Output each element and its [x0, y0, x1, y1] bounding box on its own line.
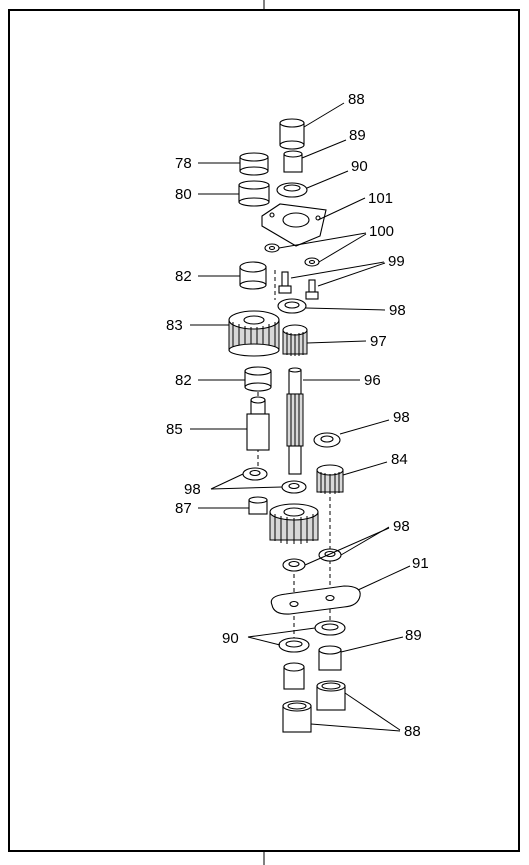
label-100: 100 — [369, 223, 394, 240]
washer-90-top — [276, 182, 308, 198]
gear-97 — [282, 324, 308, 356]
bushing-89-bot — [318, 645, 342, 671]
label-82-top: 82 — [175, 268, 192, 285]
label-83: 83 — [166, 317, 183, 334]
bushing-89-top — [283, 150, 303, 173]
label-89-top: 89 — [349, 127, 366, 144]
bushing-82-mid — [244, 366, 272, 392]
label-97: 97 — [370, 333, 387, 350]
bushing-78 — [239, 152, 269, 176]
bushing-87 — [248, 496, 268, 515]
washer-90-bot-right — [314, 620, 346, 636]
label-90-bot: 90 — [222, 630, 239, 647]
label-101: 101 — [368, 190, 393, 207]
label-88-top: 88 — [348, 91, 365, 108]
washer-98-c-left — [242, 467, 268, 481]
bushing-80 — [238, 180, 270, 207]
plate-101 — [261, 203, 327, 247]
label-78: 78 — [175, 155, 192, 172]
washer-98-b — [313, 432, 341, 448]
leader-lines — [190, 102, 411, 732]
gear-83 — [228, 310, 280, 357]
plate-91 — [270, 585, 361, 615]
label-84: 84 — [391, 451, 408, 468]
washer-98-a — [277, 298, 307, 314]
label-98-d: 98 — [393, 518, 410, 535]
label-98-c: 98 — [184, 481, 201, 498]
label-98-a: 98 — [389, 302, 406, 319]
bolt-99-right — [305, 279, 319, 300]
label-96: 96 — [364, 372, 381, 389]
label-82-mid: 82 — [175, 372, 192, 389]
gear-84 — [316, 464, 344, 494]
label-90-top: 90 — [351, 158, 368, 175]
washer-98-d-left — [282, 558, 306, 572]
gear-lower — [269, 503, 319, 544]
label-80: 80 — [175, 186, 192, 203]
bushing-88-top — [279, 118, 305, 150]
washer-100-right — [304, 257, 320, 267]
washer-98-c-mid — [281, 480, 307, 494]
bushing-82-top — [239, 261, 267, 290]
washer-90-bot-left — [278, 637, 310, 653]
label-87: 87 — [175, 500, 192, 517]
bushing-bot-left — [283, 662, 305, 690]
bolt-99-left — [278, 271, 292, 294]
bushing-88-bot-right — [316, 680, 346, 711]
washer-100-left — [264, 243, 280, 253]
label-88-bot: 88 — [404, 723, 421, 740]
label-91: 91 — [412, 555, 429, 572]
shaft-85 — [246, 396, 270, 451]
label-99: 99 — [388, 253, 405, 270]
label-98-b: 98 — [393, 409, 410, 426]
label-85: 85 — [166, 421, 183, 438]
shaft-96 — [286, 367, 304, 475]
bushing-88-bot-left — [282, 700, 312, 733]
label-89-bot: 89 — [405, 627, 422, 644]
